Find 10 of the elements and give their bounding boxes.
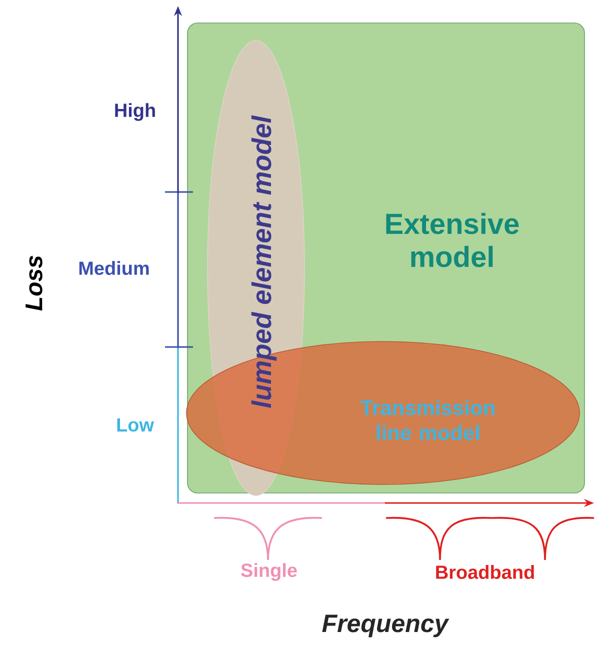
range-label: Broadband: [436, 565, 534, 579]
axis-tick-label: High: [115, 103, 155, 121]
axis-tick-label: Medium: [79, 261, 149, 275]
region-label: Extensive model: [386, 212, 519, 268]
range-label: Single: [241, 563, 297, 581]
axis-title: Frequency: [322, 614, 450, 638]
axis-tick-label: Low: [117, 418, 154, 432]
region-label: Transmission line model: [360, 400, 494, 440]
axis-title: Loss: [26, 256, 42, 311]
region-label: lumped element model: [251, 115, 277, 408]
